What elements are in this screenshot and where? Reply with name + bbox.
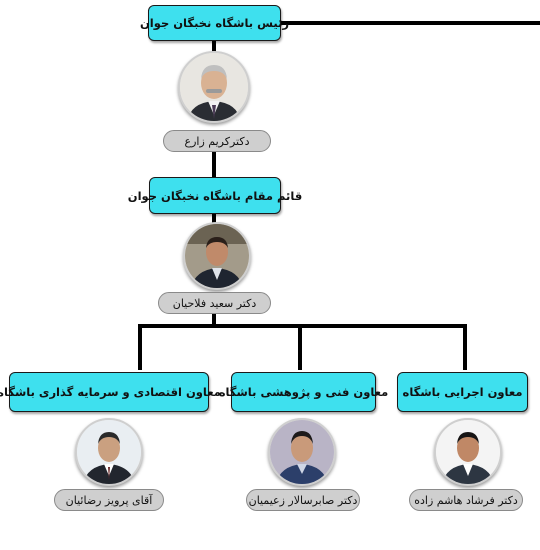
left-title: معاون اقتصادی و سرمایه گذاری باشگاه <box>0 372 221 412</box>
connector-head-deputy <box>212 148 216 178</box>
connector-top-right <box>278 21 540 25</box>
left-portrait-image <box>77 420 141 484</box>
right-portrait <box>434 418 502 486</box>
left-portrait <box>75 418 143 486</box>
left-name: آقای پرویز رضائیان <box>54 489 164 511</box>
middle-portrait-image <box>270 420 334 484</box>
right-portrait-image <box>436 420 500 484</box>
right-title: معاون اجرایی باشگاه <box>397 372 528 412</box>
middle-name: دکتر صابرسالار زعیمیان <box>246 489 360 511</box>
right-name: دکتر فرشاد هاشم زاده <box>409 489 523 511</box>
connector-deputy-photo <box>212 212 216 224</box>
connector-deputy-branch <box>212 310 216 327</box>
deputy-portrait <box>183 222 251 290</box>
connector-branch-left <box>138 324 142 370</box>
head-portrait <box>178 51 250 123</box>
head-title: رئیس باشگاه نخبگان جوان <box>140 5 289 41</box>
deputy-portrait-image <box>185 224 249 288</box>
middle-portrait <box>268 418 336 486</box>
head-name: دکترکریم زارع <box>163 130 271 152</box>
middle-title: معاون فنی و پژوهشی باشگاه <box>219 372 388 412</box>
connector-branch-horizontal <box>138 324 467 328</box>
connector-branch-middle <box>298 324 302 370</box>
deputy-name: دکتر سعید فلاحیان <box>158 292 271 314</box>
connector-branch-right <box>463 324 467 370</box>
deputy-title: قائم مقام باشگاه نخبگان جوان <box>128 177 302 214</box>
connector-head-photo <box>212 40 216 56</box>
head-portrait-image <box>180 53 248 121</box>
